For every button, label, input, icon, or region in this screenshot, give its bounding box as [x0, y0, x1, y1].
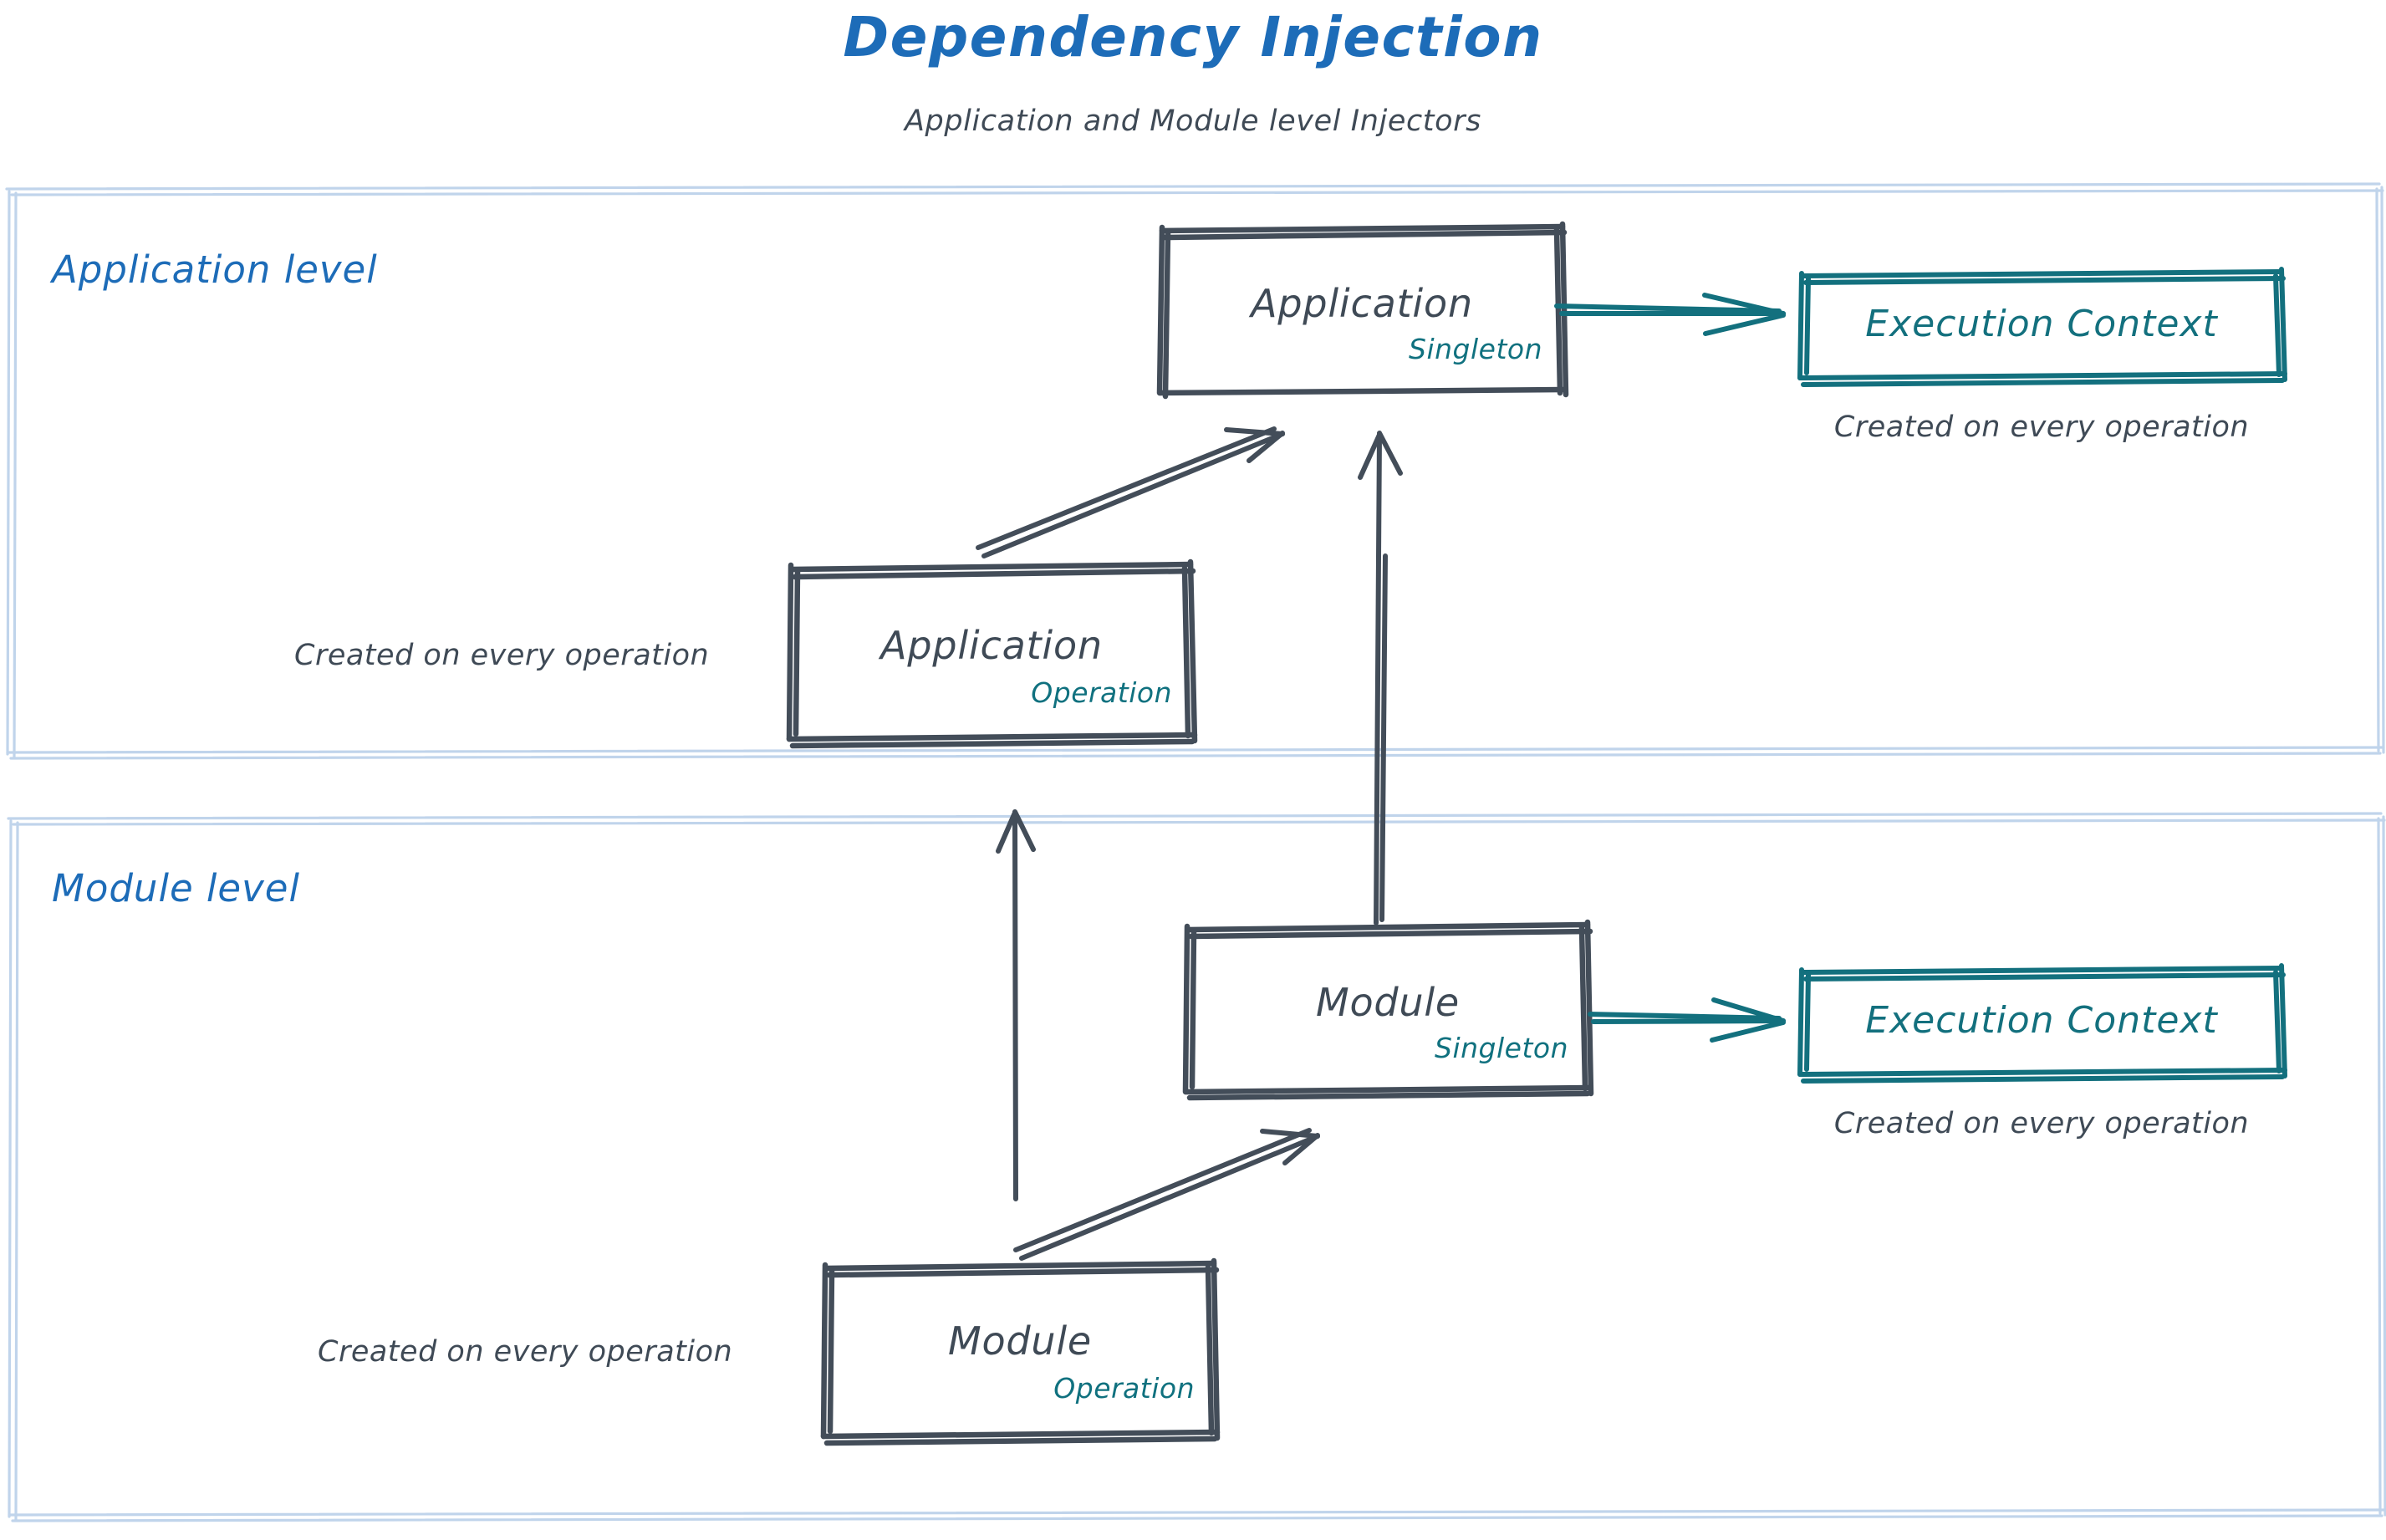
edge-mod-singleton-to-app-singleton — [1358, 431, 1403, 926]
node-title: Application — [880, 623, 1103, 668]
edge-mod-operation-to-app-operation — [996, 809, 1036, 1201]
node-title: Module — [1315, 980, 1461, 1025]
node-application-operation[interactable]: Application Operation — [789, 568, 1194, 742]
edge-app-singleton-to-exec-ctx — [1554, 293, 1786, 336]
node-module-operation[interactable]: Module Operation — [823, 1265, 1216, 1436]
node-scope-badge: Operation — [1053, 1372, 1195, 1405]
node-execution-context-application[interactable]: Execution Context — [1800, 273, 2283, 380]
section-label-module-level: Module level — [52, 866, 300, 910]
node-label: Execution Context — [1865, 303, 2218, 345]
node-scope-badge: Singleton — [1435, 1032, 1568, 1064]
page-subtitle: Application and Module level Injectors — [905, 105, 1481, 138]
page-title: Dependency Injection — [843, 5, 1543, 69]
node-title: Module — [947, 1318, 1093, 1364]
note-application-operation: Created on every operation — [294, 639, 710, 672]
section-label-application-level: Application level — [52, 247, 378, 292]
note-execution-context-application: Created on every operation — [1833, 410, 2250, 444]
node-title: Application — [1251, 281, 1473, 326]
edge-mod-operation-to-mod-singleton — [1013, 1128, 1320, 1261]
node-module-singleton[interactable]: Module Singleton — [1185, 926, 1590, 1092]
edge-app-operation-to-app-singleton — [976, 426, 1285, 558]
node-scope-badge: Singleton — [1409, 333, 1542, 365]
edge-mod-singleton-to-exec-ctx — [1588, 997, 1786, 1043]
node-application-singleton[interactable]: Application Singleton — [1160, 227, 1564, 395]
node-scope-badge: Operation — [1031, 676, 1172, 709]
node-execution-context-module[interactable]: Execution Context — [1800, 969, 2283, 1076]
node-label: Execution Context — [1865, 999, 2218, 1042]
note-execution-context-module: Created on every operation — [1833, 1107, 2250, 1140]
note-module-operation: Created on every operation — [318, 1335, 733, 1369]
